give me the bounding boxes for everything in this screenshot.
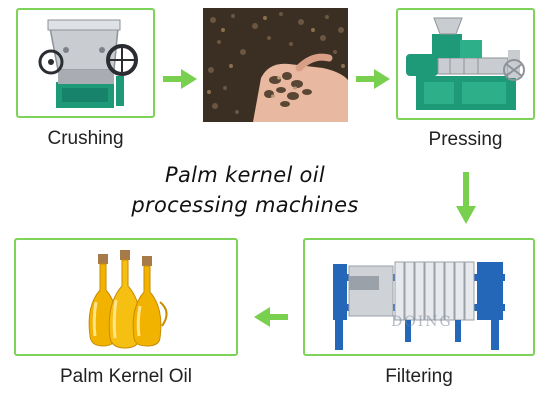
palm-kernel-in-hand-photo [203, 8, 348, 122]
filter-press-machine-icon [333, 261, 505, 350]
crushing-step-box [16, 8, 155, 118]
title-line-1: Palm kernel oil [165, 163, 325, 187]
oil-press-machine-icon [406, 17, 525, 110]
diagram-title: Palm kernel oil processing machines [100, 160, 390, 220]
step-label-crushing: Crushing [47, 128, 124, 149]
step-label-pressing: Pressing [428, 129, 503, 150]
crushing-machine-icon [38, 19, 138, 108]
flow-arrow-left [254, 307, 288, 327]
step-label-filtering: Filtering [385, 366, 453, 387]
oil-product-step-box [14, 238, 238, 356]
title-line-2: processing machines [131, 193, 359, 217]
pressing-step-box [396, 8, 535, 120]
flow-arrow-down [456, 172, 476, 224]
step-label-palm-kernel-oil: Palm Kernel Oil [60, 366, 192, 387]
flow-arrow-right-1 [163, 69, 197, 89]
flow-arrow-right-2 [356, 69, 390, 89]
oil-bottles-icon [88, 250, 168, 349]
watermark-logo: DOING [391, 314, 453, 330]
filtering-step-box: DOING [303, 238, 535, 356]
